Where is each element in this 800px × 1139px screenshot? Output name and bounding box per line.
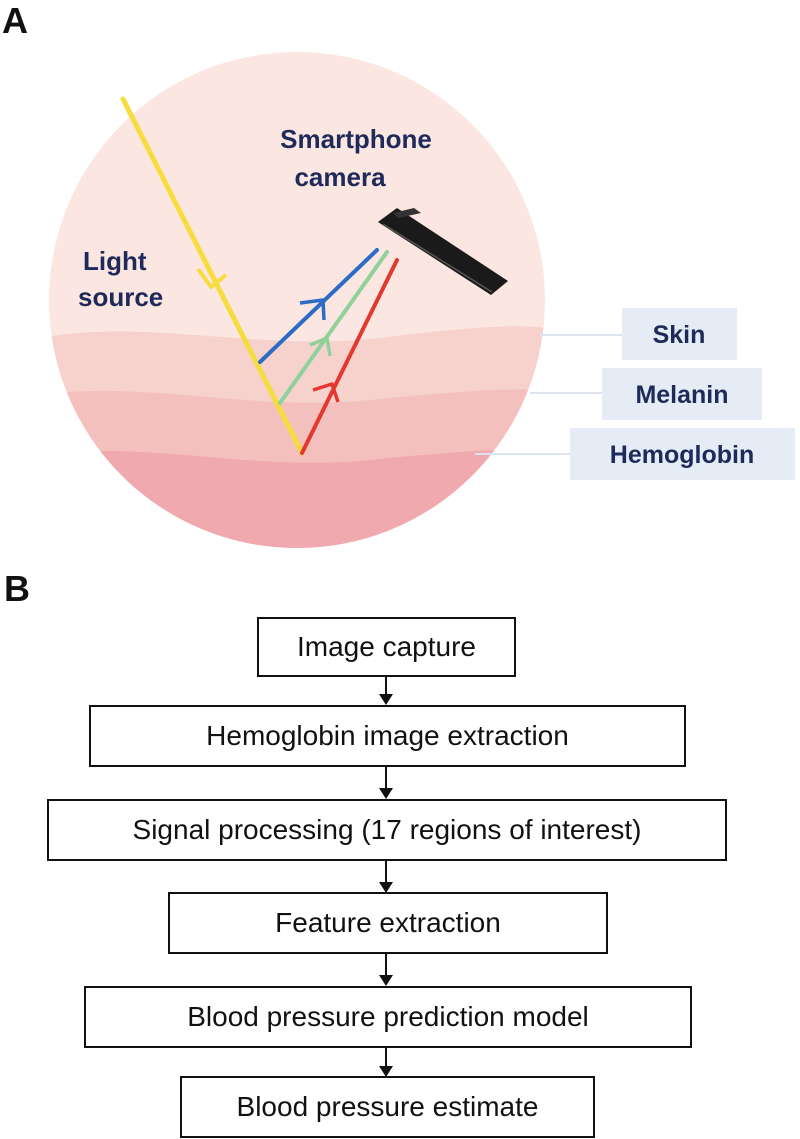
- hemoglobin-label: Hemoglobin: [610, 441, 754, 469]
- step-feature-extraction: Feature extraction: [168, 892, 608, 954]
- light-source-label-line2: source: [78, 282, 163, 312]
- step-bp-estimate: Blood pressure estimate: [180, 1076, 595, 1138]
- panel-b-letter: B: [4, 568, 30, 609]
- hemoglobin-layer: [49, 449, 545, 548]
- light-ray: [120, 96, 305, 456]
- red-ray-arrowhead: [312, 382, 340, 403]
- red-ray: [300, 258, 399, 455]
- skin-label: Skin: [653, 321, 706, 349]
- step-bp-prediction-model: Blood pressure prediction model: [84, 986, 692, 1048]
- skin-label-box: [622, 308, 737, 360]
- step-image-capture: Image capture: [257, 617, 516, 677]
- melanin-label-box: [602, 368, 762, 420]
- green-ray-arrowhead: [309, 336, 332, 357]
- flow-arrow-4: [379, 954, 393, 986]
- step-signal-processing: Signal processing (17 regions of interes…: [47, 799, 727, 861]
- blue-ray-arrowhead: [299, 298, 326, 321]
- step-hemoglobin-extraction: Hemoglobin image extraction: [89, 705, 686, 767]
- green-ray: [278, 250, 389, 405]
- flow-arrow-1: [379, 677, 393, 705]
- melanin-label: Melanin: [635, 381, 728, 409]
- panel-a-letter: A: [2, 0, 28, 41]
- hemoglobin-label-box: [570, 428, 795, 480]
- flow-arrow-5: [379, 1048, 393, 1077]
- flow-arrow-2: [379, 767, 393, 799]
- light-ray-arrowhead: [196, 267, 228, 289]
- light-source-label-line1: Light: [83, 246, 147, 276]
- skin-light-diagram: Smartphone camera Light source Skin Mela…: [49, 52, 795, 548]
- smartphone-icon: [378, 208, 508, 295]
- flow-arrow-3: [379, 861, 393, 893]
- smartphone-label-line1: Smartphone: [280, 124, 432, 154]
- smartphone-label-line2: camera: [294, 162, 386, 192]
- blue-ray: [258, 248, 379, 364]
